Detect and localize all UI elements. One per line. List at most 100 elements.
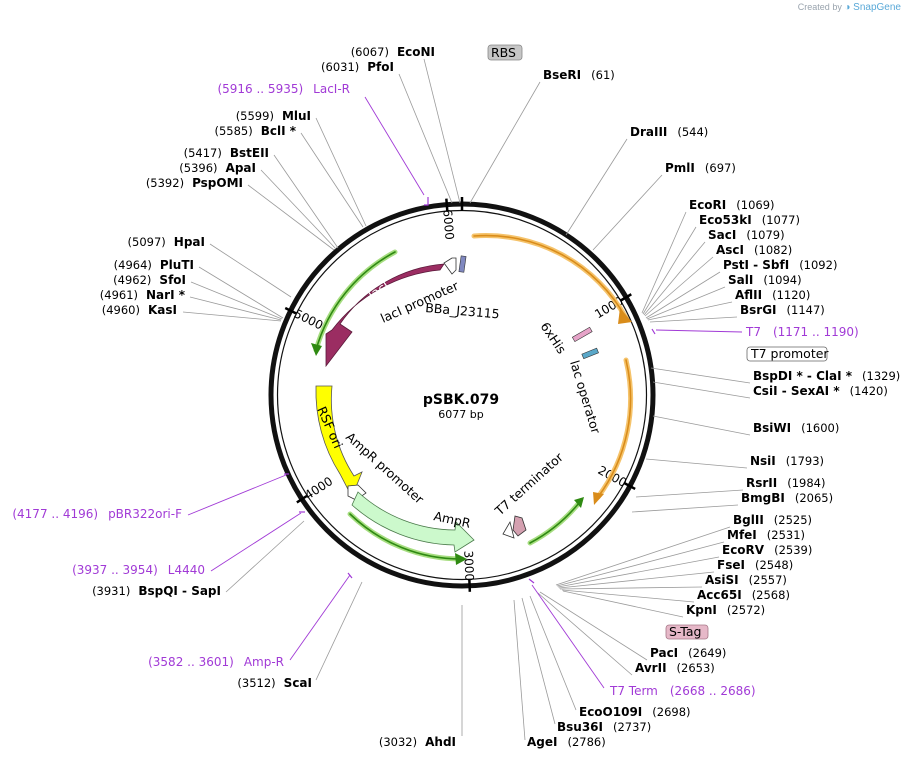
arrowhead-green-term (574, 497, 584, 508)
center-title: pSBK.079 6077 bp (423, 392, 499, 421)
restriction-site[interactable]: BmgBI (2065) (741, 491, 833, 505)
restriction-site[interactable]: AsiSI (2557) (705, 573, 787, 587)
lacI-promoter-arrow[interactable] (443, 257, 457, 275)
restriction-site[interactable]: MfeI(2531) (727, 528, 805, 542)
restriction-site[interactable]: ScaI(3512) (237, 676, 312, 690)
site-name: PmlI (665, 161, 695, 175)
feature-label-s-tag: S-Tag (669, 624, 701, 639)
site-position: (3931) (92, 584, 130, 598)
bba-j23115-feature[interactable] (458, 255, 467, 273)
restriction-site[interactable]: SalI(1094) (728, 273, 802, 287)
site-name: BseRI (543, 68, 581, 82)
restriction-site[interactable]: AgeI(2786) (527, 735, 606, 749)
site-position: (2065) (795, 491, 833, 505)
restriction-site[interactable]: EcoRV(2539) (722, 543, 812, 557)
primer[interactable]: pBR322ori-F(4177 .. 4196) (12, 507, 182, 521)
site-leader-line (247, 184, 335, 251)
primer-range: (3937 .. 3954) (72, 563, 158, 577)
primer-leader-line (289, 574, 351, 661)
primer[interactable]: T7(1171 .. 1190) (745, 325, 859, 339)
restriction-site[interactable]: NarI *(4961) (100, 288, 186, 302)
restriction-site[interactable]: BsiWI (1600) (753, 421, 839, 435)
restriction-site[interactable]: PacI(2649) (650, 646, 726, 660)
site-position: (697) (705, 161, 736, 175)
site-position: (2698) (652, 705, 690, 719)
restriction-site[interactable]: KpnI(2572) (686, 603, 765, 617)
restriction-site[interactable]: AscI(1082) (716, 243, 792, 257)
restriction-site[interactable]: KasI(4960) (102, 303, 177, 317)
restriction-site[interactable]: Bsu36I(2737) (557, 720, 651, 734)
site-name: EcoNI (397, 45, 435, 59)
restriction-site[interactable]: AflII(1120) (735, 288, 810, 302)
restriction-site[interactable]: BsrGI(1147) (740, 303, 825, 317)
rsf-ori-feature[interactable] (315, 385, 363, 498)
restriction-site[interactable]: HpaI(5097) (128, 235, 205, 249)
restriction-site[interactable]: BglII(2525) (733, 513, 812, 527)
tick-label: 6000 (440, 209, 456, 241)
restriction-site[interactable]: FseI(2548) (717, 558, 793, 572)
site-position: (5392) (146, 176, 184, 190)
restriction-site[interactable]: EcoRI(1069) (689, 198, 775, 212)
restriction-site[interactable]: PfoI(6031) (321, 60, 394, 74)
restriction-site[interactable]: Eco53kI(1077) (699, 213, 800, 227)
site-position: (2557) (749, 573, 787, 587)
restriction-site[interactable]: NsiI(1793) (750, 454, 824, 468)
restriction-site[interactable]: Acc65I(2568) (697, 588, 790, 602)
restriction-site[interactable]: PstI - SbfI(1092) (723, 258, 837, 272)
restriction-site[interactable]: ApaI(5396) (179, 161, 256, 175)
restriction-site[interactable]: AhdI(3032) (379, 735, 456, 749)
restriction-site[interactable]: CsiI - SexAI *(1420) (753, 384, 888, 398)
site-leader-line (537, 592, 633, 676)
site-name: PluTI (160, 258, 194, 272)
6xhis-feature[interactable] (571, 326, 593, 343)
site-leader-line (631, 504, 739, 513)
arrowhead-green-ampR (455, 553, 467, 565)
primer-mark-t7 (651, 328, 656, 335)
site-name: BglII (733, 513, 764, 527)
site-name: PstI - SbfI (723, 258, 789, 272)
primer[interactable]: L4440(3937 .. 3954) (72, 563, 205, 577)
site-name: Bsu36I (557, 720, 603, 734)
restriction-site[interactable]: PmlI (697) (665, 161, 736, 175)
site-position: (2649) (688, 646, 726, 660)
site-position: (1600) (801, 421, 839, 435)
site-name: RsrII (746, 476, 777, 490)
site-name: AsiSI (705, 573, 739, 587)
site-name: PfoI (367, 60, 394, 74)
tick-label: 5000 (292, 306, 326, 332)
restriction-site[interactable]: BspDI * - ClaI *(1329) (753, 369, 900, 383)
site-leader-line (315, 117, 367, 227)
ampR-feature[interactable] (351, 491, 475, 553)
primer[interactable]: Amp-R(3582 .. 3601) (148, 655, 284, 669)
restriction-site[interactable]: SfoI(4962) (113, 273, 186, 287)
site-name: SacI (708, 228, 736, 242)
restriction-site[interactable]: PspOMI(5392) (146, 176, 243, 190)
restriction-site[interactable]: BclI *(5585) (214, 124, 296, 138)
restriction-site[interactable]: SacI(1079) (708, 228, 785, 242)
site-name: BspDI * - ClaI * (753, 369, 853, 383)
restriction-site[interactable]: RsrII(1984) (746, 476, 825, 490)
restriction-site[interactable]: PluTI(4964) (114, 258, 194, 272)
s-tag-feature[interactable] (512, 515, 527, 537)
restriction-site[interactable]: EcoNI(6067) (351, 45, 435, 59)
restriction-site[interactable]: BstEII(5417) (184, 146, 269, 160)
restriction-site[interactable]: AvrII(2653) (635, 661, 715, 675)
lacI-feature[interactable] (325, 263, 445, 368)
primer[interactable]: LacI-R(5916 .. 5935) (217, 82, 350, 96)
lac-operator-feature[interactable] (581, 347, 599, 360)
site-name: NsiI (750, 454, 776, 468)
restriction-site[interactable]: BseRI(61) (543, 68, 615, 82)
primer-range: (5916 .. 5935) (217, 82, 303, 96)
feature-label-rbs: RBS (491, 45, 516, 60)
site-leader-line (562, 590, 684, 618)
t7-terminator-arrow[interactable] (502, 520, 515, 539)
site-name: KasI (148, 303, 177, 317)
restriction-site[interactable]: BspQI - SapI(3931) (92, 584, 221, 598)
site-name: BmgBI (741, 491, 785, 505)
site-name: BsiWI (753, 421, 791, 435)
site-leader-line (315, 581, 363, 681)
restriction-site[interactable]: DraIII(544) (630, 125, 708, 139)
restriction-site[interactable]: MluI(5599) (236, 109, 311, 123)
restriction-site[interactable]: EcoO109I(2698) (579, 705, 691, 719)
primer[interactable]: T7 Term(2668 .. 2686) (609, 684, 756, 698)
